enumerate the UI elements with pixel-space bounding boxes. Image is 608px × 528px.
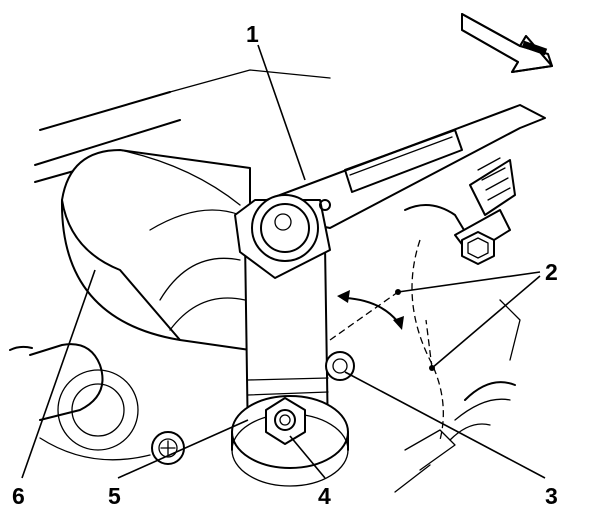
callout-2: 2 (545, 259, 558, 285)
callout-4: 4 (318, 483, 331, 509)
wiper-motor (60, 149, 251, 351)
crank-nut (265, 397, 306, 445)
callout-1: 1 (246, 21, 259, 47)
motor-bolt-5 (151, 431, 185, 465)
callout-6: 6 (12, 483, 25, 509)
double-headed-arc-arrow-icon (337, 290, 404, 330)
pivot-boss (234, 194, 331, 279)
right-housing (394, 157, 521, 493)
bracket-bolt (461, 231, 495, 265)
callout-3: 3 (545, 483, 558, 509)
housing (9, 343, 151, 461)
motor-bolt-3 (325, 351, 355, 381)
callout-5: 5 (108, 483, 121, 509)
leader-lines (21, 44, 546, 479)
front-direction-arrow-icon (461, 13, 553, 73)
